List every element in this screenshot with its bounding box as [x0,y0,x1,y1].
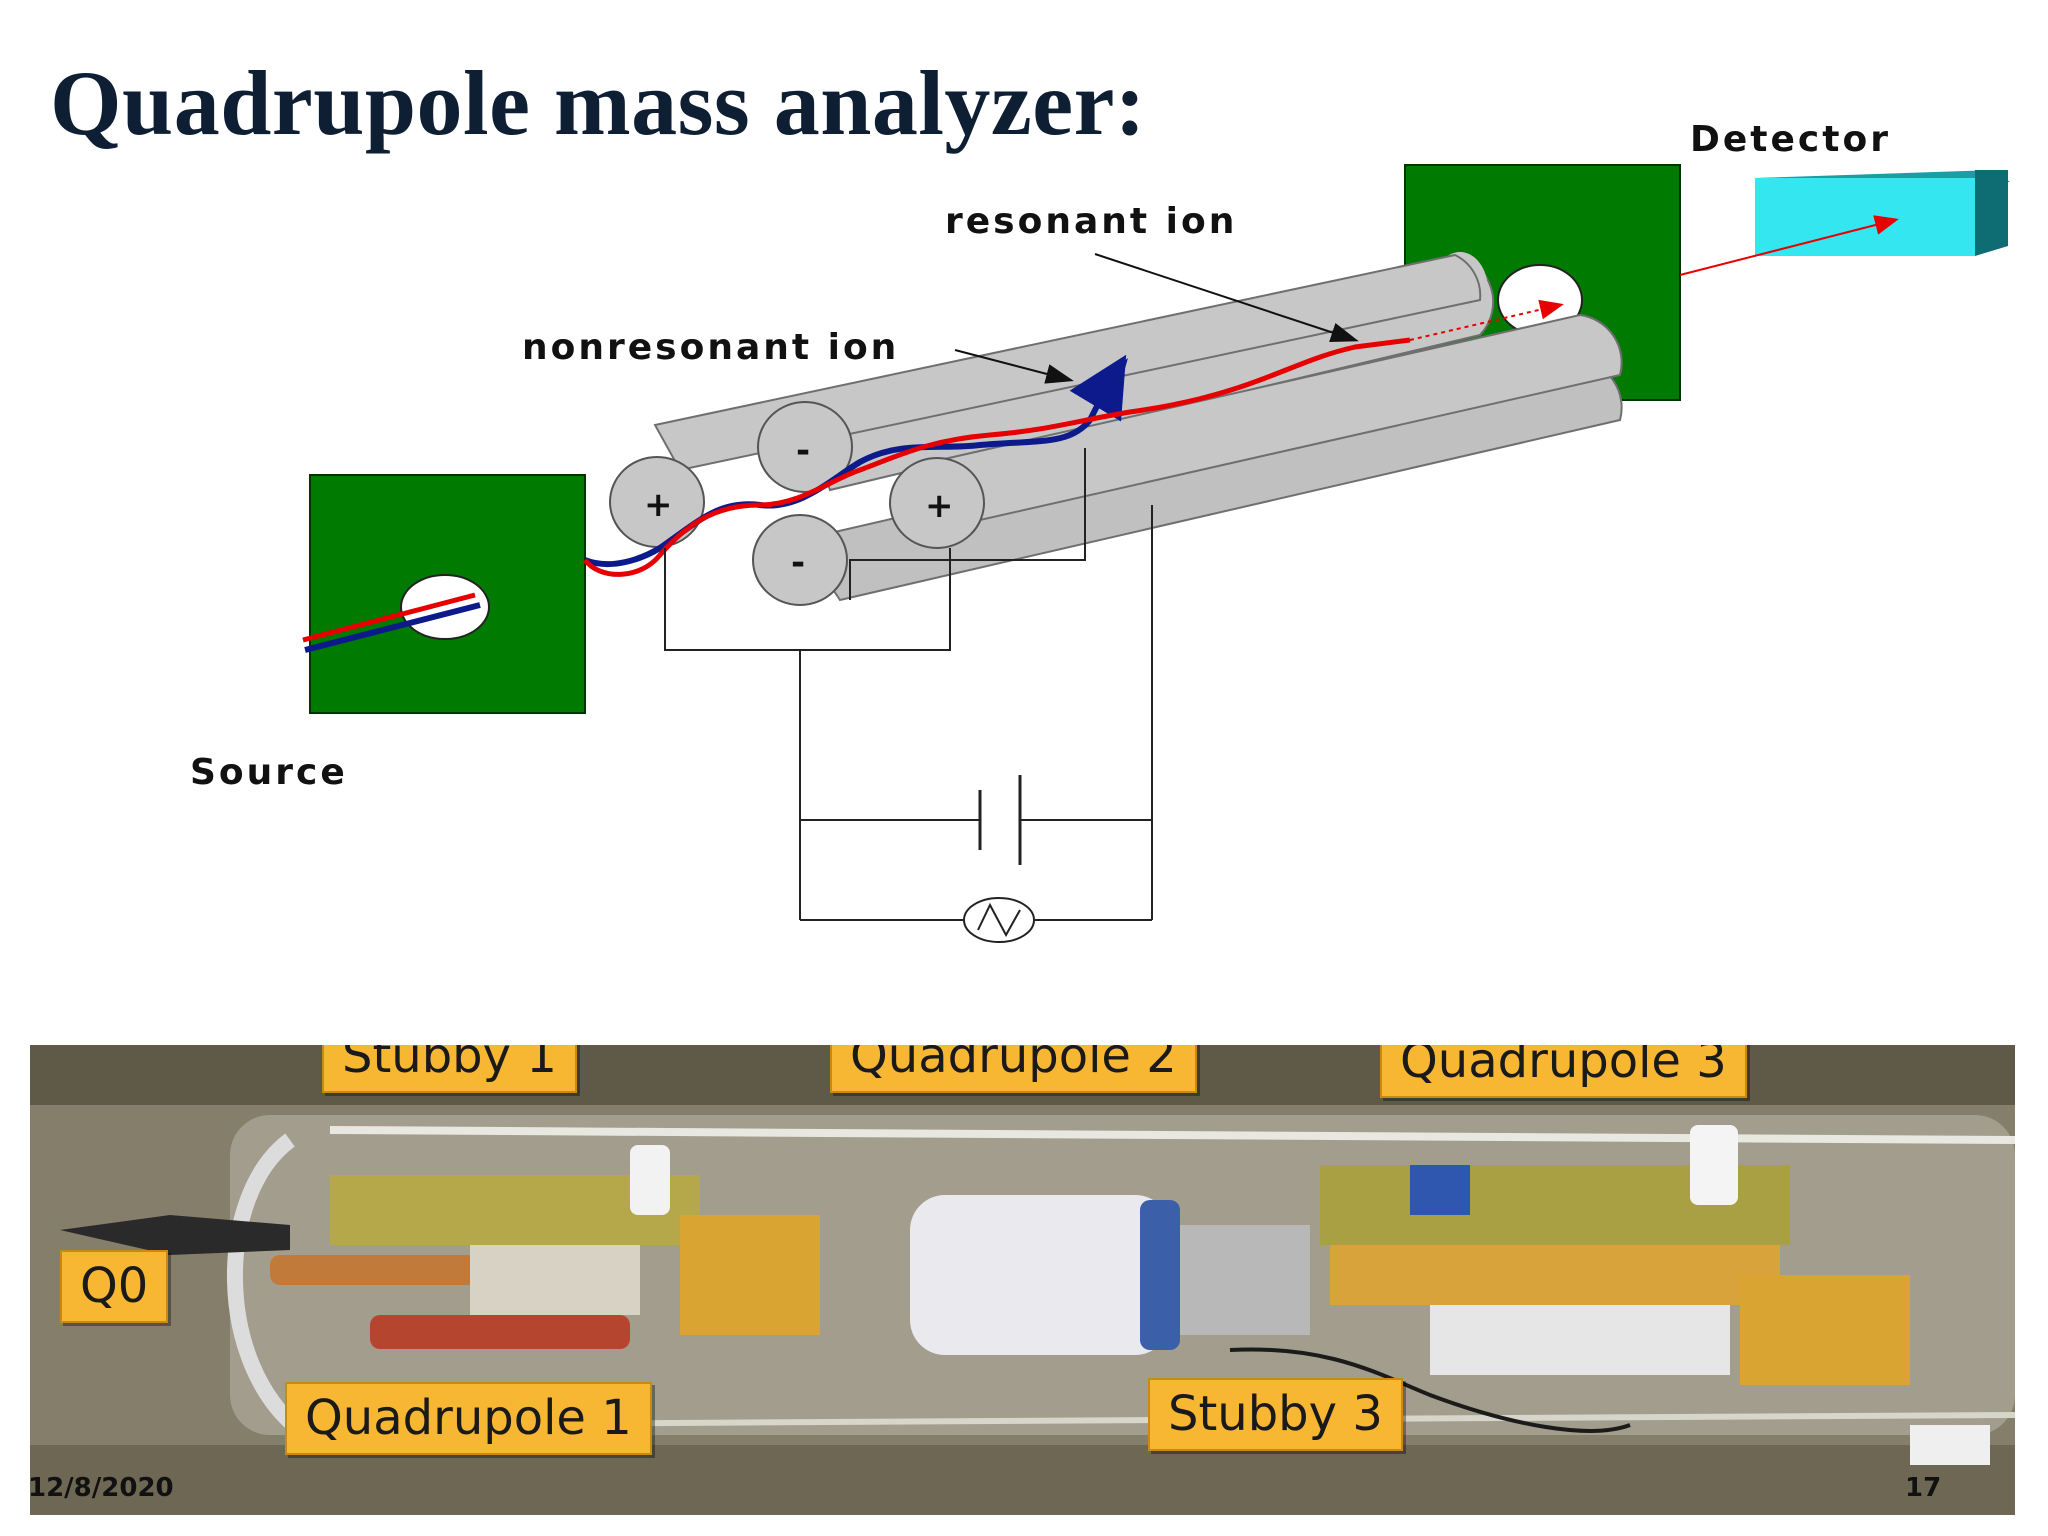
rod-sign-bottom-left: - [791,543,805,583]
callout-q0: Q0 [60,1250,169,1323]
resonant-ion-beam [1409,299,1564,341]
callout-quadrupole2: Quadrupole 2 [830,1045,1197,1093]
rod-bottom-right [938,313,1623,522]
rod-sign-bottom-right: + [925,486,954,526]
nonresonant-ion-path [304,365,1120,653]
nonresonant-ion-label: nonresonant ion [522,327,899,368]
callout-quadrupole3: Quadrupole 3 [1380,1045,1747,1098]
rod-sign-top-left: + [644,485,673,525]
source-label: Source [190,752,348,793]
callout-stubby3: Stubby 3 [1148,1378,1403,1451]
rod-cap-top-right: - [757,401,853,493]
entrance-aperture [400,574,490,640]
nonresonant-ion-pointer [954,349,1074,384]
rod-cap-bottom-right: + [889,457,985,549]
quadrupole-diagram: Detector + - - + Source reso [190,119,2010,943]
circuit [664,448,1153,921]
callout-stubby1: Stubby 1 [322,1045,577,1093]
dc-battery-symbol [978,775,1022,865]
rod-cap-top-left: + [609,456,705,548]
resonant-ion-pointer [1094,253,1359,342]
slide-page-number: 17 [1905,1473,1942,1503]
rod-cap-bottom-left: - [752,514,848,606]
detector-box [1755,170,2010,256]
rod-sign-top-right: - [796,431,810,471]
detector-label: Detector [1690,119,1891,160]
nonresonant-ion-arrowhead [1102,358,1128,386]
detector-beam [1679,215,1899,276]
instrument-photo: Stubby 1 Quadrupole 2 Quadrupole 3 Q0 Qu… [30,1045,2015,1515]
ac-source-symbol [963,897,1035,943]
resonant-ion-label: resonant ion [945,201,1237,242]
slide-title: Quadrupole mass analyzer: [50,52,1147,154]
slide-date: 12/8/2020 [28,1473,174,1503]
callout-quadrupole1: Quadrupole 1 [285,1382,652,1455]
resonant-ion-path [302,337,1411,643]
